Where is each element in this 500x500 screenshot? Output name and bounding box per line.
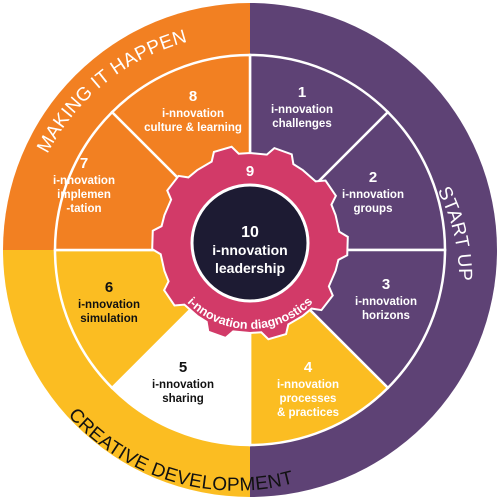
center-number: 10 [241,224,259,241]
segment-8-line-2: culture & learning [144,122,242,134]
segment-1-line-1: i-nnovation [271,104,333,116]
segment-4-line-1: i-nnovation [277,379,339,391]
segment-7-line-3: -tation [66,203,101,215]
segment-1-line-2: challenges [272,118,331,130]
center-line-2: leadership [215,260,285,276]
segment-4-number: 4 [304,359,313,376]
segment-5-number: 5 [179,359,187,376]
segment-8-number: 8 [189,88,197,105]
segment-3-line-1: i-nnovation [355,296,417,308]
segment-3-number: 3 [382,276,390,293]
segment-5-line-2: sharing [162,393,204,405]
segment-1-number: 1 [298,84,306,101]
segment-6-line-2: simulation [80,313,138,325]
segment-7-line-2: implemen [57,189,111,201]
segment-5-line-1: i-nnovation [152,379,214,391]
segment-2-number: 2 [369,169,377,186]
segment-7-number: 7 [80,155,88,172]
segment-2-line-1: i-nnovation [342,189,404,201]
segment-8-line-1: i-nnovation [162,108,224,120]
segment-labels: 1 i-nnovation challenges 2 i-nnovation groups… [53,84,417,419]
center-line-1: i-nnovation [212,242,287,258]
segment-3-line-2: horizons [362,310,410,322]
segment-6-line-1: i-nnovation [78,299,140,311]
segment-6-number: 6 [105,279,113,296]
gear-number: 9 [246,163,254,180]
center-leadership [190,183,310,303]
segment-2-line-2: groups [354,203,393,215]
segment-4-line-3: & practices [277,407,339,419]
segment-4-line-2: processes [280,393,337,405]
segment-7-line-1: i-nnovation [53,175,115,187]
